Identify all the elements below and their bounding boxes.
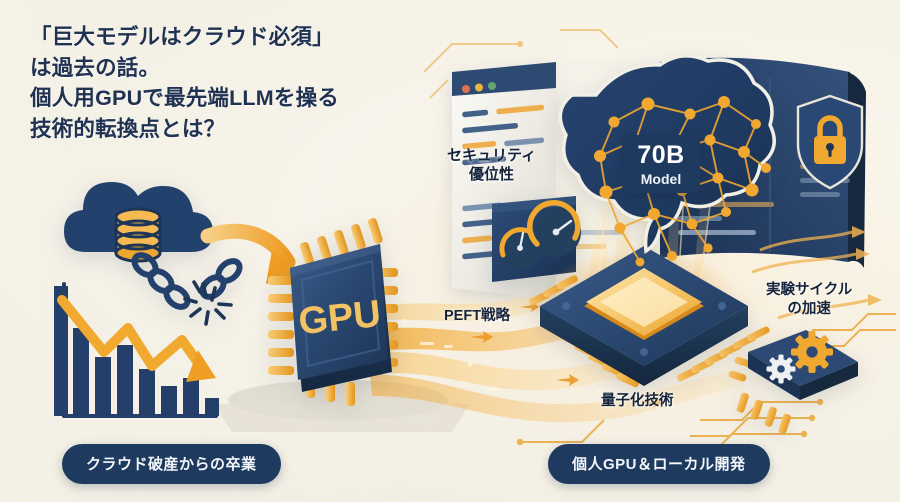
gauge-dial-right [527,200,581,257]
headline-line-1: 「巨大モデルはクラウド必須」 [30,25,334,49]
gpu-chip-label: GPU [297,293,383,343]
gauge-panel [492,196,581,282]
page-title: 「巨大モデルはクラウド必須」 は過去の話。 個人用GPUで最先端LLMを操る 技… [30,22,460,144]
label-experiment-line-2: の加速 [787,300,831,317]
caption-pill-right: 個人GPU＆ローカル開発 [548,444,770,484]
label-security-line-2: 優位性 [469,166,515,184]
broken-chain-icon [131,252,243,310]
model-size-unit: Model [640,170,682,187]
headline-line-2: は過去の話。 [30,55,161,80]
headline-line-3: 個人用GPUで最先端LLMを操る [30,86,339,111]
label-peft-strategy: PEFT戦略 [444,308,511,324]
gear-small-icon [766,354,796,384]
caption-pill-left: クラウド破産からの卒業 [62,444,281,484]
shield-lock-icon [796,94,864,190]
gpu-pins-left [268,276,294,375]
headline-line-4: 技術的転換点とは？ [30,116,226,141]
experiment-arrows [751,230,869,320]
model-size-badge: 70B Model [622,135,700,193]
processor-chip [529,246,770,388]
label-quantization: 量子化技術 [601,393,674,409]
label-experiment-line-1: 実験サイクル [766,282,853,298]
gpu-chip: GPU [268,218,398,406]
label-security-advantage: セキュリティ 優位性 [447,146,536,184]
circuit-traces-upper [423,29,619,99]
model-size-value: 70B [637,140,685,169]
declining-bar-chart [54,282,219,418]
gear-chip [728,330,858,434]
label-security-line-1: セキュリティ [447,147,537,164]
circuit-traces [516,313,896,453]
cloud-database-group [64,182,243,326]
gear-large-icon [791,331,833,373]
label-experiment-cycle: 実験サイクル の加速 [766,281,852,318]
